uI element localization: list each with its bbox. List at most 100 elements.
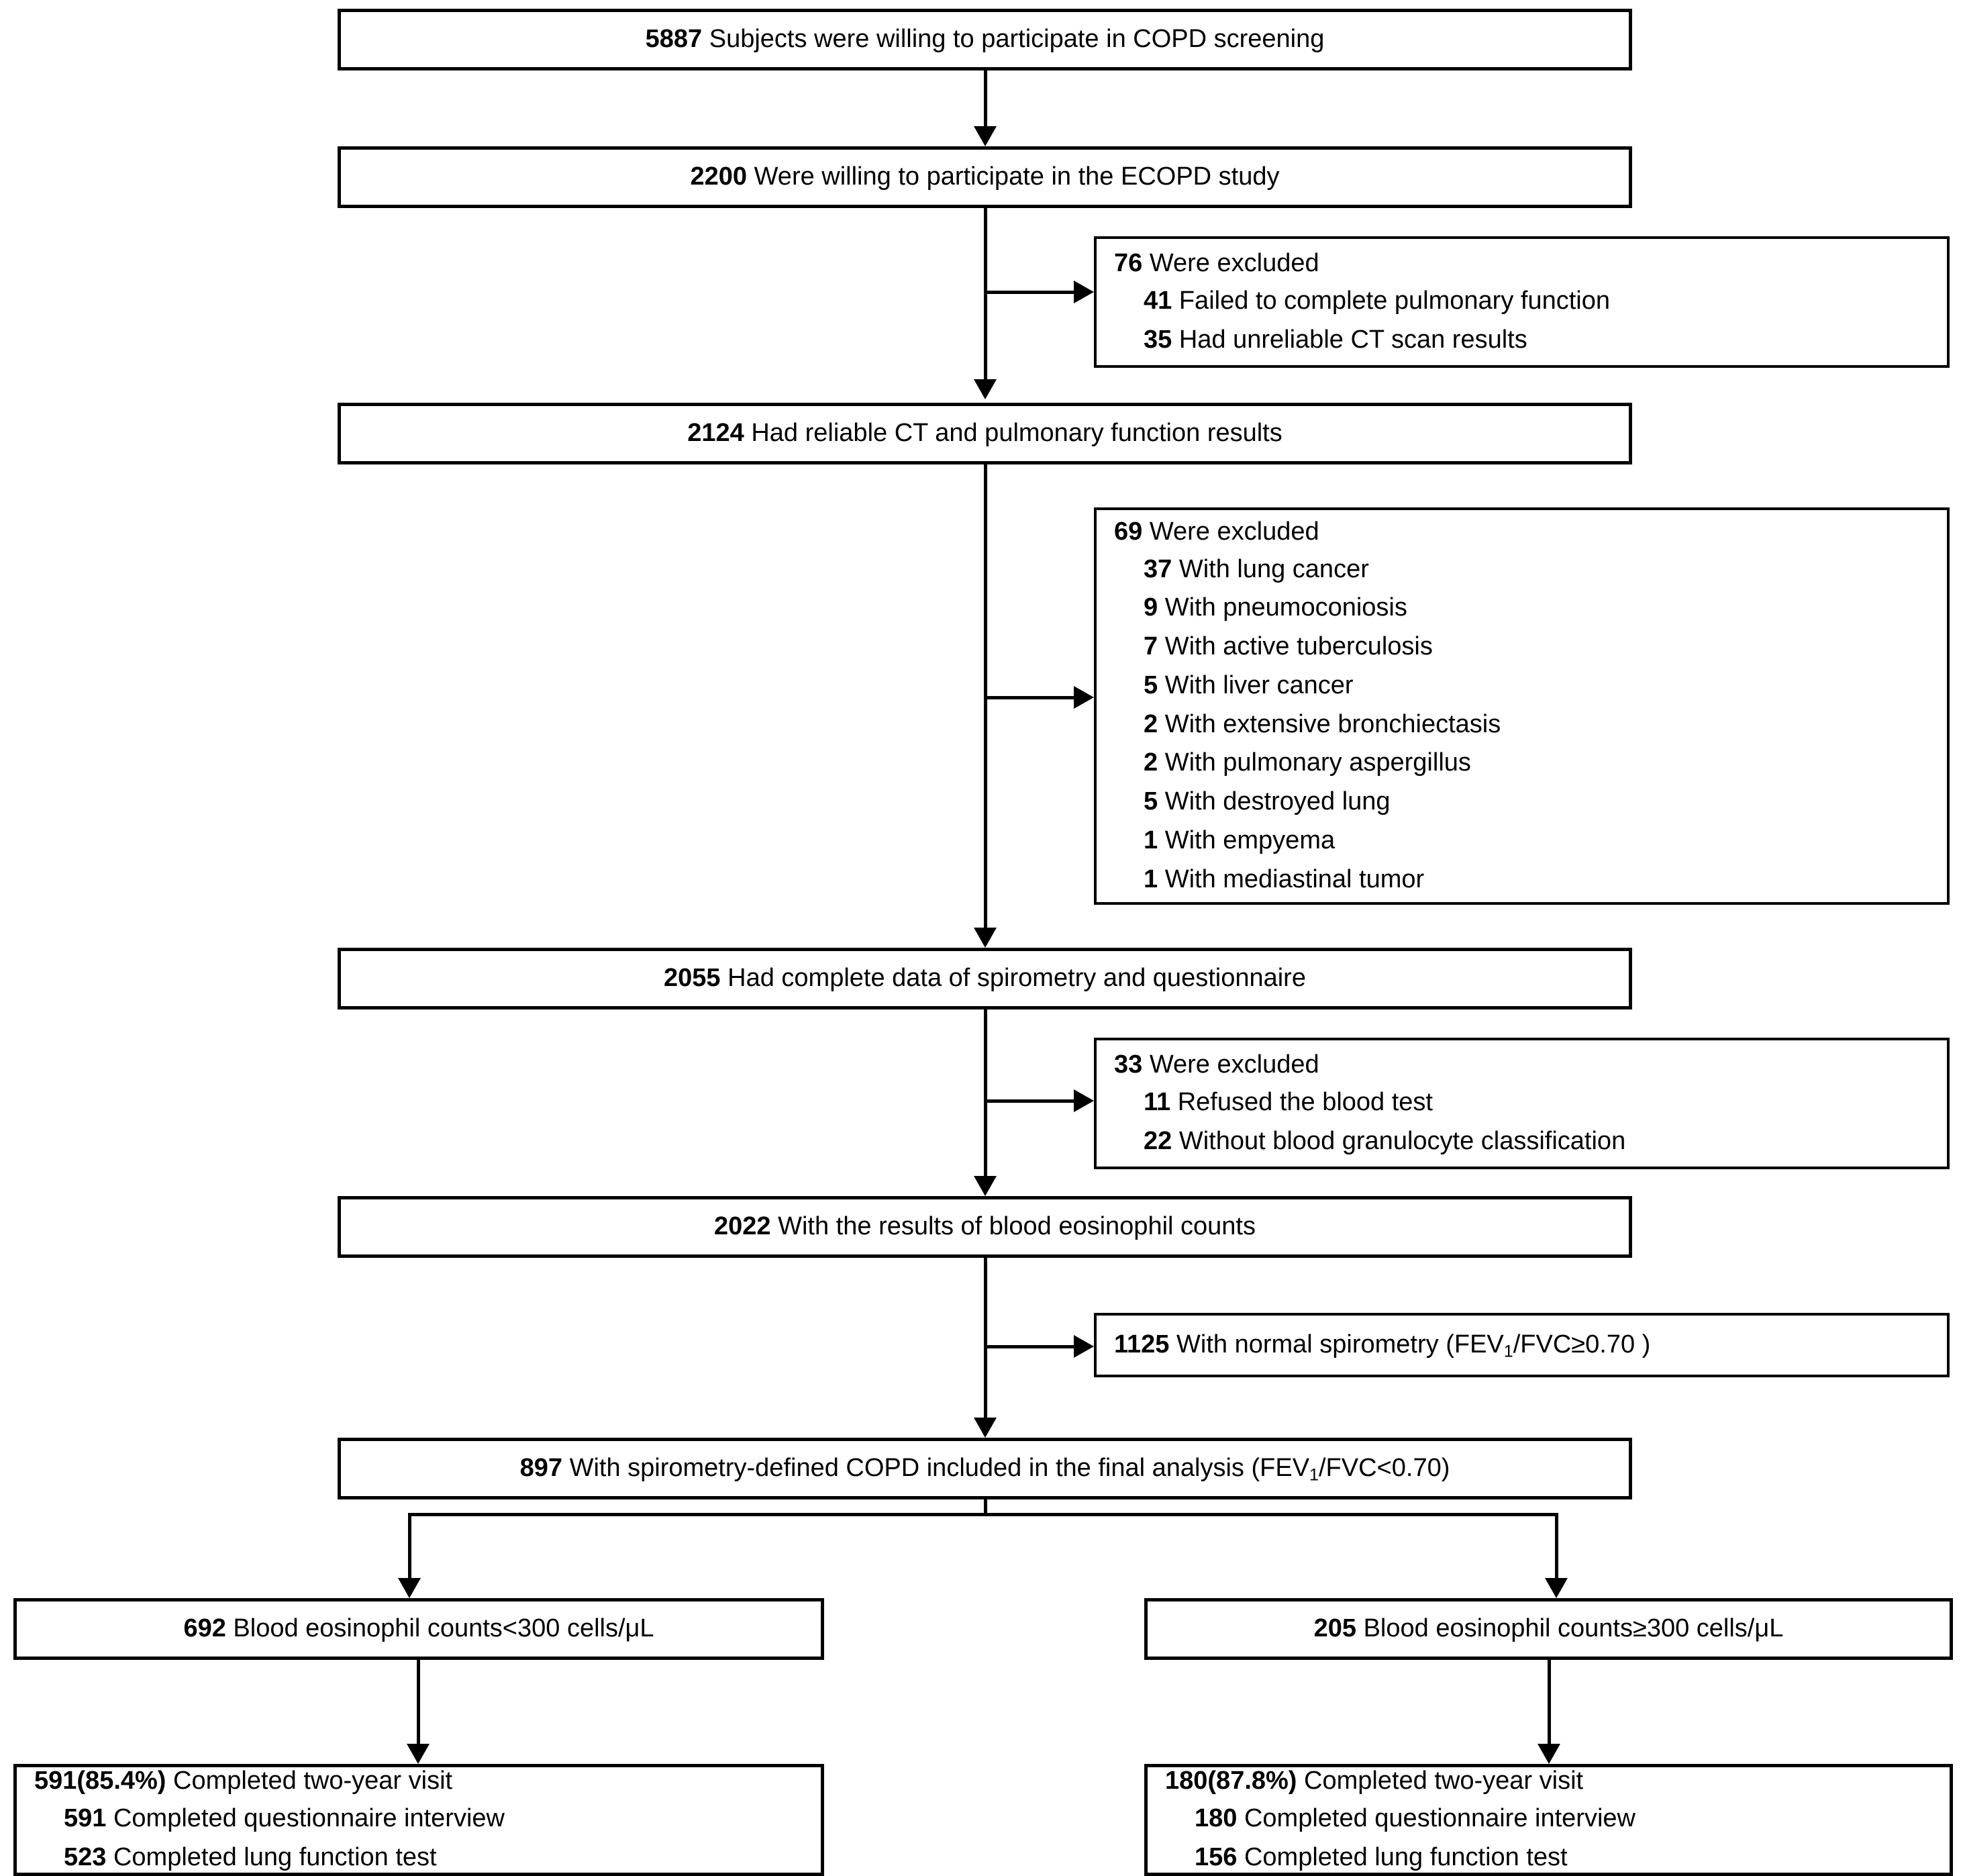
node-high-eos-followup-header: 180(87.8%) Completed two-year visit <box>1148 1763 1950 1799</box>
list-item-count: 1 <box>1144 826 1158 854</box>
connector-final-to-split <box>984 1499 987 1516</box>
node-high-eos-followup-count: 180(87.8%) <box>1165 1767 1297 1795</box>
node-ecopd-count: 2200 <box>690 162 748 191</box>
node-excluded2-label: Were excluded <box>1149 517 1319 546</box>
node-screening: 5887 Subjects were willing to participat… <box>338 9 1632 70</box>
node-low-eos-followup-items: 591 Completed questionnaire interview 52… <box>17 1799 821 1876</box>
list-item: 35 Had unreliable CT scan results <box>1097 321 1947 360</box>
node-high-eos-followup-items: 180 Completed questionnaire interview 15… <box>1148 1799 1950 1876</box>
list-item-label: Completed lung function test <box>113 1843 437 1872</box>
node-normal-spirometry-label-before: With normal spirometry (FEV <box>1176 1330 1504 1359</box>
node-normal-spirometry: 1125 With normal spirometry (FEV1/FVC≥0.… <box>1094 1313 1950 1377</box>
arrow-to-excluded2 <box>1074 686 1094 709</box>
list-item: 180 Completed questionnaire interview <box>1148 1799 1950 1838</box>
node-ecopd: 2200 Were willing to participate in the … <box>338 146 1632 208</box>
node-excluded2-count: 69 <box>1114 517 1143 546</box>
node-excluded3-label: Were excluded <box>1149 1050 1319 1079</box>
node-low-eos-followup: 591(85.4%) Completed two-year visit 591 … <box>13 1764 824 1876</box>
list-item-count: 523 <box>64 1843 107 1872</box>
list-item-label: Completed questionnaire interview <box>113 1804 505 1833</box>
connector-high-eos-to-followup <box>1548 1660 1551 1744</box>
list-item: 37 With lung cancer <box>1097 550 1947 589</box>
node-high-eos-text: 205 Blood eosinophil counts≥300 cells/μL <box>1148 1610 1950 1647</box>
node-eos-results-label: With the results of blood eosinophil cou… <box>778 1212 1256 1241</box>
node-reliable-ct-label: Had reliable CT and pulmonary function r… <box>751 419 1282 448</box>
split-bar <box>408 1513 1558 1516</box>
connector-to-normal-spirometry <box>984 1345 1076 1348</box>
arrow-ecopd-to-reliable <box>974 379 997 399</box>
arrow-complete-to-eos <box>974 1176 997 1196</box>
node-excluded2: 69 Were excluded 37 With lung cancer 9 W… <box>1094 507 1950 905</box>
node-final-analysis: 897 With spirometry-defined COPD include… <box>338 1438 1632 1499</box>
list-item-count: 5 <box>1144 671 1158 699</box>
node-screening-label: Subjects were willing to participate in … <box>709 25 1325 54</box>
connector-to-excluded2 <box>984 696 1076 699</box>
node-excluded2-items: 37 With lung cancer 9 With pneumoconiosi… <box>1097 550 1947 899</box>
connector-screening-to-ecopd <box>984 70 987 126</box>
node-screening-text: 5887 Subjects were willing to participat… <box>341 21 1629 58</box>
node-screening-count: 5887 <box>645 25 703 54</box>
list-item-count: 591 <box>64 1804 107 1833</box>
node-excluded1-count: 76 <box>1114 248 1143 277</box>
node-final-analysis-text: 897 With spirometry-defined COPD include… <box>341 1450 1629 1487</box>
list-item-count: 2 <box>1144 709 1158 738</box>
node-reliable-ct-count: 2124 <box>687 419 744 448</box>
list-item-label: Without blood granulocyte classification <box>1178 1126 1626 1155</box>
list-item: 41 Failed to complete pulmonary function <box>1097 282 1947 321</box>
node-normal-spirometry-text: 1125 With normal spirometry (FEV1/FVC≥0.… <box>1097 1326 1947 1364</box>
connector-split-to-high-eos <box>1555 1513 1558 1578</box>
arrow-screening-to-ecopd <box>974 126 997 146</box>
node-ecopd-text: 2200 Were willing to participate in the … <box>341 158 1629 195</box>
connector-eos-to-final <box>984 1258 987 1418</box>
list-item-count: 180 <box>1195 1804 1238 1833</box>
arrow-high-eos-to-followup <box>1538 1744 1560 1764</box>
node-low-eos-label: Blood eosinophil counts<300 cells/μL <box>233 1614 654 1643</box>
list-item: 1 With empyema <box>1097 822 1947 860</box>
list-item: 22 Without blood granulocyte classificat… <box>1097 1122 1947 1161</box>
node-complete-data-text: 2055 Had complete data of spirometry and… <box>341 960 1629 997</box>
list-item-count: 2 <box>1144 748 1158 777</box>
node-low-eos-count: 692 <box>183 1614 226 1643</box>
node-low-eos-text: 692 Blood eosinophil counts<300 cells/μL <box>17 1610 821 1647</box>
list-item-count: 35 <box>1144 325 1172 354</box>
list-item: 5 With liver cancer <box>1097 667 1947 705</box>
node-low-eos-followup-count: 591(85.4%) <box>34 1767 166 1795</box>
list-item: 11 Refused the blood test <box>1097 1083 1947 1122</box>
list-item-label: With mediastinal tumor <box>1164 865 1425 893</box>
arrow-to-excluded1 <box>1074 281 1094 303</box>
list-item-label: With destroyed lung <box>1164 787 1391 816</box>
connector-to-excluded1 <box>984 291 1076 294</box>
node-high-eos: 205 Blood eosinophil counts≥300 cells/μL <box>1144 1598 1953 1660</box>
node-low-eos-followup-header: 591(85.4%) Completed two-year visit <box>17 1763 821 1799</box>
node-low-eos-followup-label: Completed two-year visit <box>173 1767 453 1795</box>
node-reliable-ct: 2124 Had reliable CT and pulmonary funct… <box>338 403 1632 464</box>
node-high-eos-followup: 180(87.8%) Completed two-year visit 180 … <box>1144 1764 1953 1876</box>
node-complete-data-count: 2055 <box>664 964 721 993</box>
node-excluded3-items: 11 Refused the blood test 22 Without blo… <box>1097 1083 1947 1161</box>
node-normal-spirometry-count: 1125 <box>1114 1330 1170 1359</box>
list-item: 9 With pneumoconiosis <box>1097 589 1947 628</box>
fev1-subscript: 1 <box>1309 1465 1319 1485</box>
list-item-label: Completed questionnaire interview <box>1244 1804 1635 1833</box>
list-item: 7 With active tuberculosis <box>1097 628 1947 667</box>
arrow-reliable-to-complete <box>974 928 997 948</box>
connector-complete-to-eos <box>984 1009 987 1176</box>
list-item-label: Refused the blood test <box>1177 1087 1433 1116</box>
arrow-low-eos-to-followup <box>407 1744 430 1764</box>
node-complete-data-label: Had complete data of spirometry and ques… <box>727 964 1306 993</box>
list-item: 591 Completed questionnaire interview <box>17 1799 821 1838</box>
node-excluded1-items: 41 Failed to complete pulmonary function… <box>1097 282 1947 360</box>
node-final-analysis-label-after: /FVC<0.70) <box>1319 1454 1450 1483</box>
node-eos-results-text: 2022 With the results of blood eosinophi… <box>341 1208 1629 1245</box>
node-normal-spirometry-label-after: /FVC≥0.70 ) <box>1513 1330 1651 1359</box>
list-item-label: Had unreliable CT scan results <box>1178 325 1527 354</box>
node-final-analysis-count: 897 <box>519 1454 563 1483</box>
list-item-count: 37 <box>1144 554 1172 583</box>
connector-split-to-low-eos <box>408 1513 411 1578</box>
list-item-label: With empyema <box>1164 826 1336 854</box>
node-excluded1-header: 76 Were excluded <box>1097 245 1947 282</box>
node-excluded3: 33 Were excluded 11 Refused the blood te… <box>1094 1038 1950 1169</box>
list-item-count: 1 <box>1144 865 1158 893</box>
list-item: 156 Completed lung function test <box>1148 1838 1950 1876</box>
